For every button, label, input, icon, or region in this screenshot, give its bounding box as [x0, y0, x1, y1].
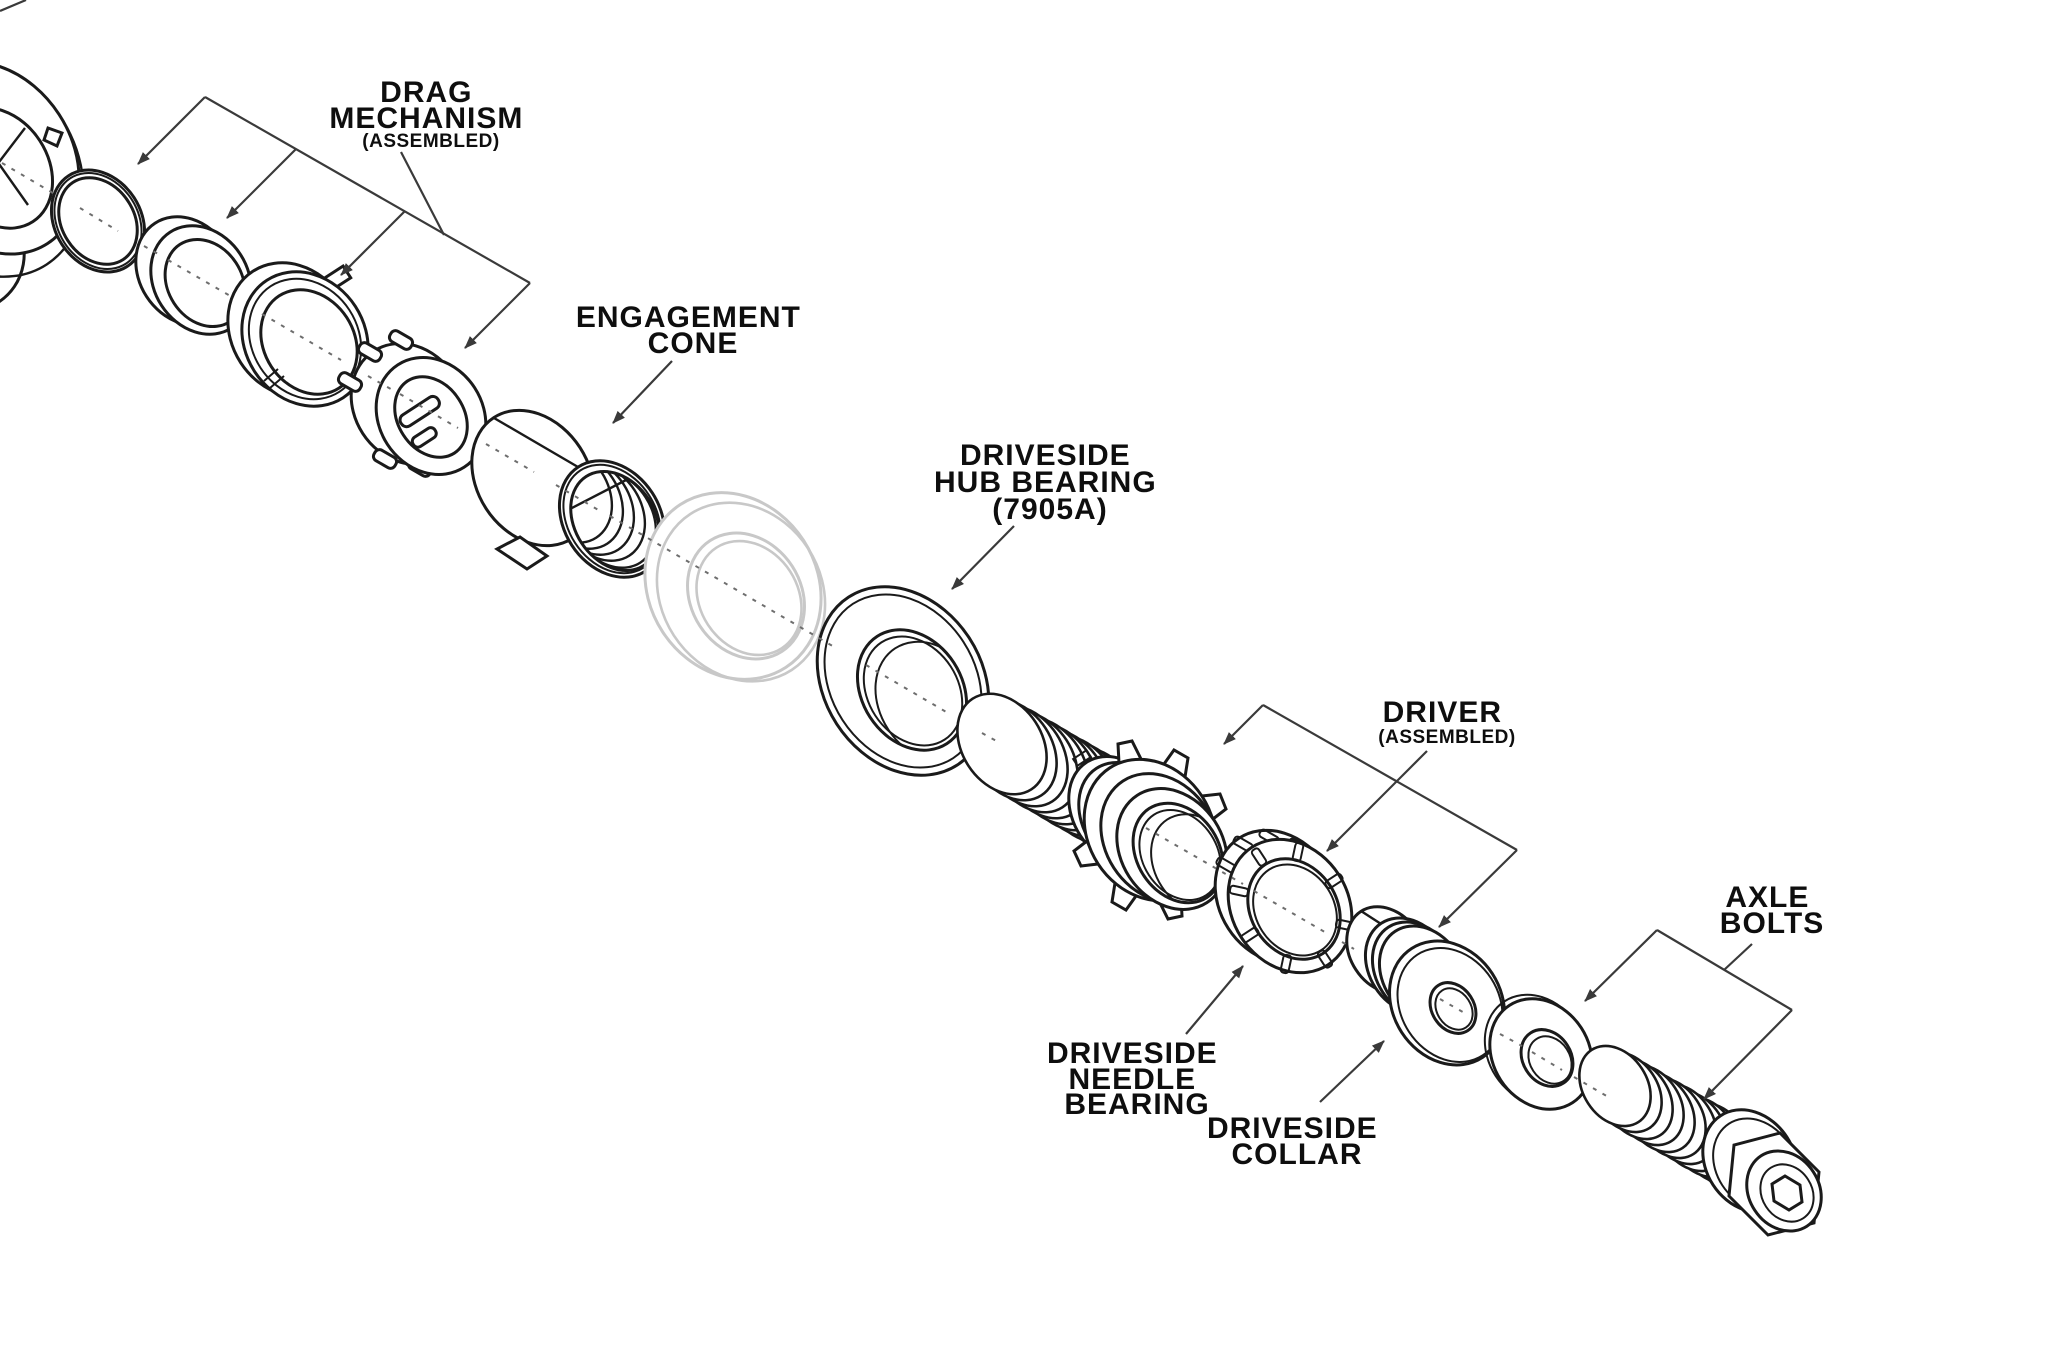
engagement-cone-leader: [612, 360, 673, 424]
collar-label-line1: DRIVESIDE: [1207, 1112, 1378, 1145]
engagement-cone-drawing: [470, 408, 667, 579]
needle-bearing-drawing: [1213, 828, 1356, 975]
driver-label-line1: DRIVER: [1383, 696, 1502, 729]
needle-bearing-label-line3: BEARING: [1064, 1088, 1209, 1121]
axle-bolts-leader: [1584, 929, 1793, 1100]
needle-bearing-leader: [1185, 965, 1244, 1035]
drag-ring-drawing: [226, 261, 370, 408]
hub-bearing-label: DRIVESIDE HUB BEARING (7905A): [934, 439, 1166, 526]
needle-bearing-label-line1: DRIVESIDE: [1047, 1037, 1218, 1070]
snap-ring-drawing: [49, 168, 147, 274]
collar-label-line2: COLLAR: [1232, 1138, 1363, 1171]
drag-mechanism-label-line1: DRAG: [380, 76, 472, 109]
driver-label-line2: (ASSEMBLED): [1378, 727, 1515, 748]
axle-bolts-label-line1: AXLE: [1725, 881, 1809, 914]
driver-leader: [1223, 704, 1518, 928]
driver-drawing: [956, 692, 1242, 921]
hub-bearing-label-line2: HUB BEARING: [934, 466, 1157, 499]
drag-mechanism-label: DRAG MECHANISM (ASSEMBLED): [329, 76, 532, 152]
hub-shell-end-drawing: [0, 58, 85, 313]
hub-bearing-drawing: [815, 585, 991, 777]
axle-bolts-label-line2: BOLTS: [1720, 907, 1824, 940]
driver-label: DRIVER (ASSEMBLED): [1378, 696, 1515, 748]
needle-bearing-label-line2: NEEDLE: [1068, 1063, 1196, 1096]
collar-label: DRIVESIDE COLLAR: [1207, 1112, 1387, 1171]
engagement-cone-label: ENGAGEMENT CONE: [576, 301, 810, 360]
drag-mechanism-label-line2: MECHANISM: [329, 102, 523, 135]
spacer-ring-drawing: [134, 215, 253, 336]
center-axis: [1, 162, 1611, 1099]
collar-drawing: [1345, 905, 1506, 1067]
drag-mechanism-label-line3: (ASSEMBLED): [362, 131, 499, 152]
engagement-cone-label-line2: CONE: [648, 327, 739, 360]
hub-bearing-leader: [951, 525, 1015, 590]
needle-bearing-label: DRIVESIDE NEEDLE BEARING: [1047, 1037, 1227, 1121]
collar-leader: [1319, 1040, 1385, 1103]
drag-mechanism-leader: [0, 0, 531, 349]
engagement-cone-label-line1: ENGAGEMENT: [576, 301, 801, 334]
drag-spring-clip-drawing: [336, 329, 488, 478]
axle-bolt-drawing: [1578, 1044, 1823, 1237]
axle-bolts-label: AXLE BOLTS: [1720, 881, 1824, 940]
axle-washer-drawing: [1483, 993, 1594, 1111]
hub-bearing-label-line3: (7905A): [992, 493, 1107, 526]
hub-bearing-label-line1: DRIVESIDE: [960, 439, 1131, 472]
